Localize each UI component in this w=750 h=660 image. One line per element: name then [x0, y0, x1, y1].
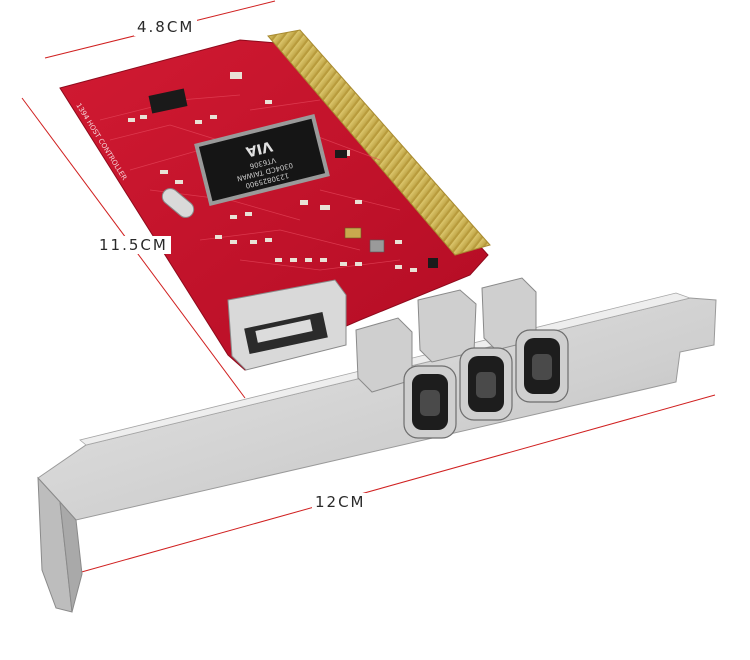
pci-gold-fingers — [267, 29, 491, 256]
width-dimension-label: 4.8CM — [134, 18, 198, 36]
pcb-board: 1394 HOST CONTROLLER — [59, 29, 491, 371]
length-dimension-label: 12CM — [312, 493, 369, 511]
firewire-port-1 — [403, 365, 457, 439]
internal-firewire-port — [227, 279, 347, 371]
crystal-oscillator — [161, 188, 195, 218]
firewire-port-3 — [515, 329, 569, 403]
chip-logo-text: VIA — [244, 137, 274, 159]
controller-chip: VIA VT6306 0304CD TAIWAN 1230825900 — [194, 113, 330, 207]
length-dim-line — [77, 394, 716, 574]
firewire-port-2 — [459, 347, 513, 421]
height-dimension-label: 11.5CM — [96, 236, 171, 254]
eeprom-chip — [148, 88, 188, 114]
